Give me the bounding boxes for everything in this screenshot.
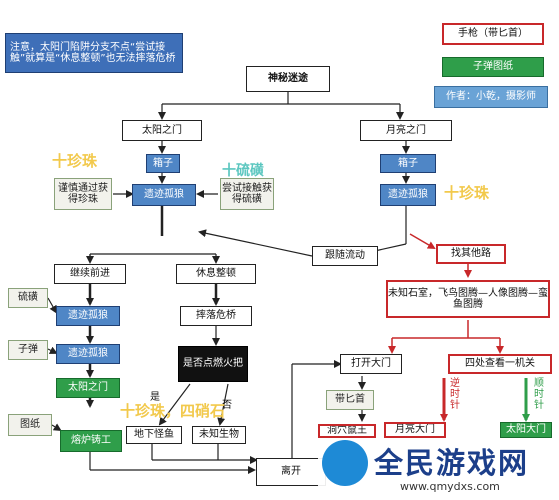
node-continue: 继续前进 bbox=[54, 264, 126, 284]
node-start: 神秘迷途 bbox=[246, 66, 330, 92]
node-box-right: 箱子 bbox=[380, 154, 436, 173]
side-bullet: 子弹 bbox=[8, 340, 48, 360]
reward-pearl-left: 十珍珠 bbox=[52, 152, 98, 170]
side-sulfur: 硫磺 bbox=[8, 288, 48, 308]
node-trace-left: 遗迹孤狼 bbox=[132, 184, 196, 206]
node-box-left: 箱子 bbox=[146, 154, 180, 173]
node-sun-gate2: 太阳之门 bbox=[56, 378, 120, 398]
node-fire-question: 是否点燃火把 bbox=[178, 346, 248, 382]
watermark-url: www.qmydxs.com bbox=[400, 480, 500, 493]
node-underground-fish: 地下怪鱼 bbox=[126, 426, 182, 444]
side-drawing: 图纸 bbox=[8, 414, 52, 436]
node-trace-b: 遗迹孤狼 bbox=[56, 344, 120, 364]
node-fall-bridge: 摔落危桥 bbox=[180, 306, 252, 326]
edge-no: 否 bbox=[222, 400, 232, 411]
node-other-way: 找其他路 bbox=[436, 244, 506, 264]
node-dagger: 带匕首 bbox=[326, 390, 374, 410]
node-moon-door: 月亮大门 bbox=[384, 422, 446, 438]
reward-sulfur: 十硫磺 bbox=[222, 163, 264, 179]
edge-cw: 顺时针 bbox=[534, 378, 544, 411]
node-trace-a: 遗迹孤狼 bbox=[56, 306, 120, 326]
warning-note: 注意，太阳门陷阱分支不点“尝试接触”就算是“休息整顿”也无法摔落危桥 bbox=[5, 33, 183, 73]
node-sun-door: 太阳大门 bbox=[500, 422, 552, 438]
node-sun-gate: 太阳之门 bbox=[122, 120, 202, 141]
node-cave: 洞穴鼠王 bbox=[318, 424, 376, 438]
node-moon-gate: 月亮之门 bbox=[360, 120, 452, 141]
node-unknown-stone: 未知石室，飞鸟图腾—人像图腾—蛮鱼图腾 bbox=[386, 280, 550, 318]
node-rest: 休息整顿 bbox=[176, 264, 256, 284]
watermark-title: 全民游戏网 bbox=[374, 446, 530, 480]
node-search: 四处查看一机关 bbox=[448, 354, 552, 374]
legend-blue: 作者：小乾，摄影师 bbox=[434, 86, 548, 108]
reward-pearl-stone: 十珍珠，四硝石 bbox=[120, 402, 226, 420]
node-careful: 谨慎通过获得珍珠 bbox=[54, 178, 112, 210]
node-leave: 离开 bbox=[256, 458, 326, 486]
watermark-logo-icon bbox=[322, 440, 368, 486]
node-follow: 跟随流动 bbox=[312, 246, 378, 266]
node-unknown-creature: 未知生物 bbox=[192, 426, 246, 444]
edge-yes: 是 bbox=[150, 392, 160, 403]
node-forge-left: 熔炉铸工 bbox=[60, 430, 122, 452]
legend-red: 手枪（带匕首） bbox=[442, 23, 544, 45]
edge-ccw: 逆时针 bbox=[450, 378, 460, 411]
node-big-door: 打开大门 bbox=[340, 354, 402, 374]
reward-pearl-right: 十珍珠 bbox=[444, 184, 490, 202]
node-trace-right: 遗迹孤狼 bbox=[380, 184, 436, 206]
legend-green: 子弹图纸 bbox=[442, 57, 544, 77]
node-try-touch: 尝试接触获得硫磺 bbox=[220, 178, 274, 210]
